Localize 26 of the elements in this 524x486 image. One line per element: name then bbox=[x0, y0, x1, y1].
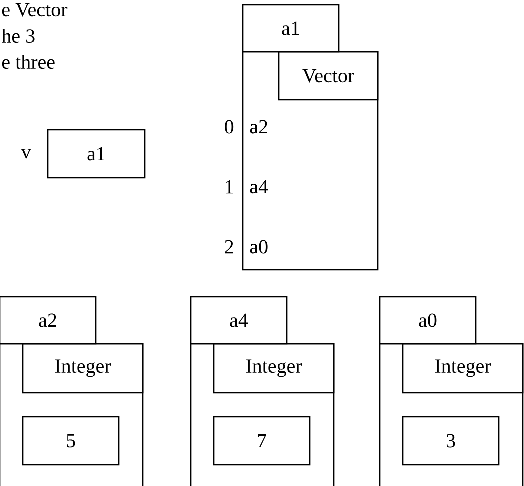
slot-text: a0 bbox=[250, 240, 268, 254]
object-box bbox=[379, 343, 524, 486]
object-box bbox=[190, 343, 335, 486]
note-text: e three bbox=[2, 54, 55, 70]
text-box: a2 bbox=[0, 296, 97, 345]
text-box: Integer bbox=[22, 343, 144, 394]
text-box: Integer bbox=[402, 343, 524, 394]
slot-text: a2 bbox=[250, 120, 268, 134]
slot-text: a4 bbox=[250, 180, 268, 194]
text-box: 3 bbox=[402, 416, 500, 466]
text-box: a1 bbox=[242, 4, 340, 53]
text-box: a0 bbox=[379, 296, 477, 345]
text-box: a4 bbox=[190, 296, 288, 345]
note-text: he 3 bbox=[2, 28, 35, 44]
text-box: 7 bbox=[213, 416, 311, 466]
index-label: 0 bbox=[225, 120, 234, 134]
object-box bbox=[0, 343, 144, 486]
object-box bbox=[242, 51, 379, 271]
text-box: Integer bbox=[213, 343, 335, 394]
text-box: 5 bbox=[22, 416, 120, 466]
text-box: a1 bbox=[47, 129, 146, 179]
index-label: 2 bbox=[225, 240, 234, 254]
text-box: Vector bbox=[278, 51, 379, 101]
note-text: e Vector bbox=[2, 3, 68, 17]
variable-label: v bbox=[21, 149, 32, 159]
index-label: 1 bbox=[226, 180, 234, 194]
